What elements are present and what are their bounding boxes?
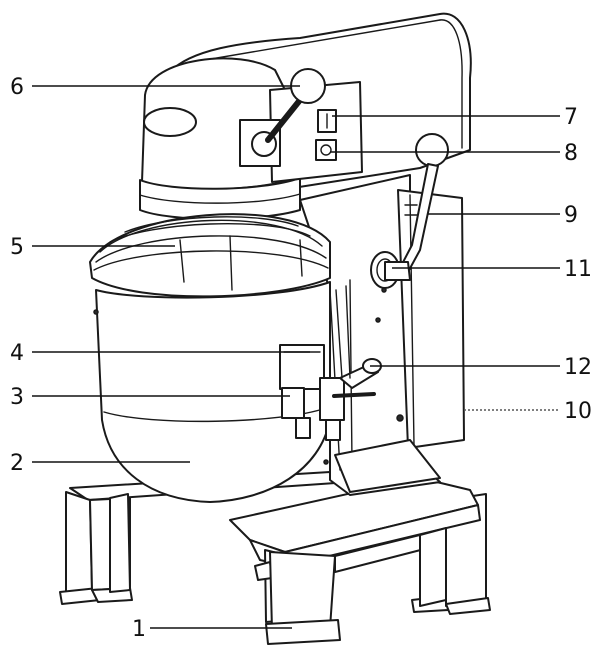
callout-labels: 1 2 3 4 5 6 7 8 9 10 11 12 xyxy=(10,75,592,642)
bowl-clamp xyxy=(279,285,382,441)
callout-8: 8 xyxy=(564,141,578,166)
bowl-guard xyxy=(89,213,331,298)
callout-9: 9 xyxy=(564,203,578,228)
callout-12: 12 xyxy=(564,355,592,380)
mixer-head xyxy=(139,12,472,289)
callout-6: 6 xyxy=(10,75,24,100)
callout-4: 4 xyxy=(10,341,24,366)
mixing-bowl xyxy=(93,281,331,503)
callout-5: 5 xyxy=(10,235,24,260)
callout-1: 1 xyxy=(132,617,146,642)
callout-3: 3 xyxy=(10,385,24,410)
mixer-base xyxy=(59,471,491,645)
leader-lines xyxy=(32,85,560,629)
callout-7: 7 xyxy=(564,105,578,130)
callout-2: 2 xyxy=(10,451,24,476)
callout-11: 11 xyxy=(564,257,592,282)
callout-10: 10 xyxy=(564,399,592,424)
